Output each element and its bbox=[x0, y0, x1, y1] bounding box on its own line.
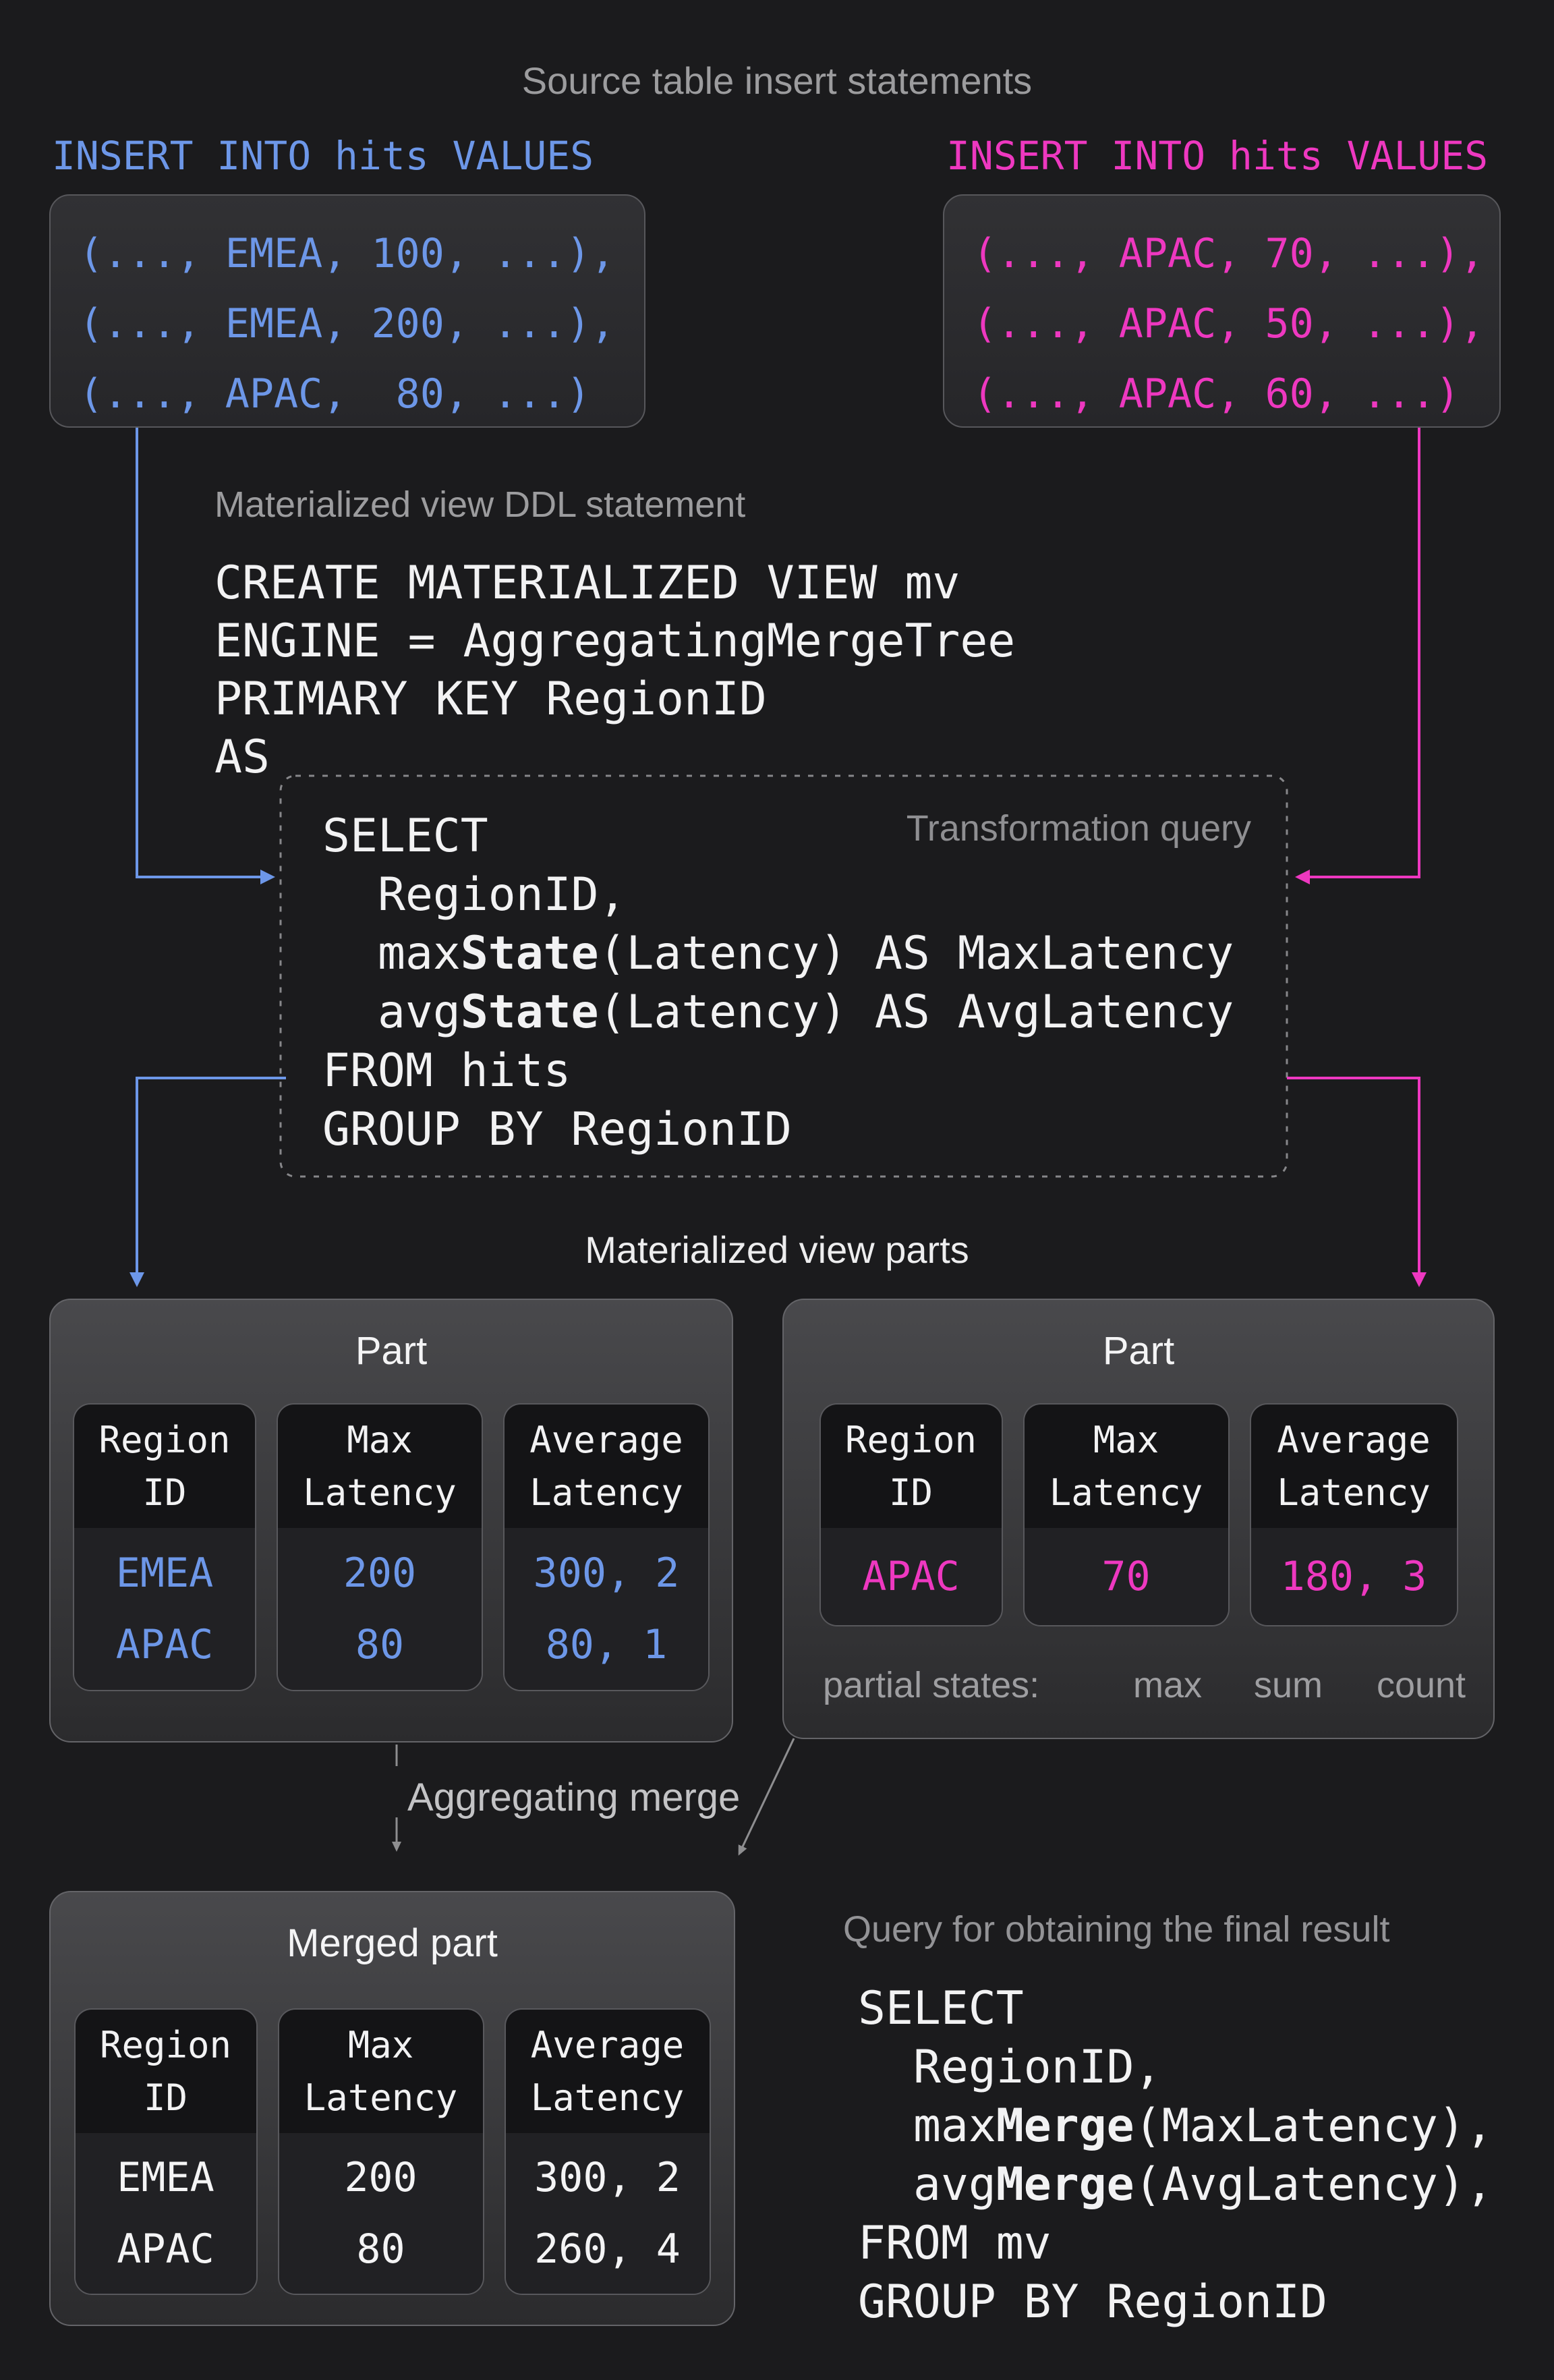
insert-left-heading: INSERT INTO hits VALUES bbox=[52, 133, 594, 179]
column-header: Average Latency bbox=[505, 2010, 710, 2133]
aggregating-merge-label: Aggregating merge bbox=[407, 1776, 741, 1819]
column-header: Region ID bbox=[74, 1405, 255, 1528]
cell-value: 200 bbox=[344, 2154, 418, 2201]
partial-state-tag-max: max bbox=[1132, 1665, 1203, 1705]
cell-value: 80, 1 bbox=[545, 1621, 668, 1668]
cell-value: APAC bbox=[862, 1553, 960, 1600]
part-box-left: Part Region ID EMEA APAC Max Latency 200… bbox=[49, 1299, 733, 1743]
insert-row: (..., APAC, 80, ...) bbox=[79, 370, 591, 418]
code-line: GROUP BY RegionID bbox=[322, 1103, 792, 1156]
code-line: RegionID, bbox=[378, 868, 627, 922]
cell-value: APAC bbox=[115, 1621, 214, 1668]
insert-right-box: (..., APAC, 70, ...), (..., APAC, 50, ..… bbox=[943, 194, 1501, 428]
table-column: Average Latency 180, 3 bbox=[1249, 1403, 1458, 1626]
column-header: Average Latency bbox=[1250, 1405, 1457, 1528]
transformation-query-code: SELECT RegionID, maxState(Latency) AS Ma… bbox=[322, 807, 1234, 1159]
insert-row: (..., EMEA, 100, ...), bbox=[79, 230, 615, 277]
insert-row: (..., EMEA, 200, ...), bbox=[79, 300, 615, 347]
code-line: avgState(Latency) AS AvgLatency bbox=[378, 986, 1234, 1039]
column-header: Average Latency bbox=[505, 1405, 708, 1528]
cell-value: 180, 3 bbox=[1280, 1553, 1427, 1600]
arrow-part-right-to-merged bbox=[738, 1738, 795, 1856]
cell-value: 300, 2 bbox=[534, 2154, 681, 2201]
code-line: SELECT bbox=[858, 1982, 1024, 2035]
code-line: RegionID, bbox=[913, 2041, 1162, 2094]
arrow-insert-right-to-query bbox=[1295, 428, 1420, 884]
final-query-code: SELECT RegionID, maxMerge(MaxLatency), a… bbox=[858, 1979, 1493, 2331]
table-column: Max Latency 70 bbox=[1023, 1403, 1230, 1626]
column-header: Max Latency bbox=[279, 2010, 483, 2133]
merged-part-box: Merged part Region ID EMEA APAC Max Late… bbox=[49, 1891, 735, 2326]
cell-value: 200 bbox=[343, 1550, 417, 1597]
code-line: SELECT bbox=[322, 810, 488, 863]
insert-row: (..., APAC, 50, ...), bbox=[973, 300, 1485, 347]
code-line: maxMerge(MaxLatency), bbox=[913, 2099, 1493, 2153]
cell-value: 80 bbox=[356, 2226, 405, 2273]
column-header: Max Latency bbox=[1024, 1405, 1228, 1528]
insert-row: (..., APAC, 60, ...) bbox=[973, 370, 1460, 418]
code-line: FROM hits bbox=[322, 1044, 571, 1098]
insert-right-heading: INSERT INTO hits VALUES bbox=[946, 133, 1489, 179]
code-line: ENGINE = AggregatingMergeTree bbox=[214, 615, 1016, 668]
code-line: FROM mv bbox=[858, 2217, 1052, 2270]
table-column: Max Latency 200 80 bbox=[277, 1403, 483, 1691]
final-query-label: Query for obtaining the final result bbox=[843, 1909, 1390, 1950]
column-header: Region ID bbox=[820, 1405, 1002, 1528]
code-line: AS bbox=[214, 731, 270, 784]
cell-value: 80 bbox=[355, 1621, 405, 1668]
table-column: Region ID APAC bbox=[819, 1403, 1003, 1626]
partial-states-label: partial states: bbox=[823, 1665, 1040, 1705]
cell-value: 70 bbox=[1101, 1553, 1151, 1600]
ddl-label: Materialized view DDL statement bbox=[214, 484, 746, 525]
cell-value: APAC bbox=[117, 2226, 214, 2273]
parts-section-title: Materialized view parts bbox=[585, 1228, 969, 1271]
code-line: CREATE MATERIALIZED VIEW mv bbox=[214, 557, 960, 610]
insert-row: (..., APAC, 70, ...), bbox=[973, 230, 1485, 277]
table-column: Max Latency 200 80 bbox=[277, 2008, 484, 2295]
table-column: Region ID EMEA APAC bbox=[74, 2008, 258, 2295]
cell-value: EMEA bbox=[117, 2154, 214, 2201]
transformation-query-label: Transformation query bbox=[906, 808, 1251, 849]
code-line: GROUP BY RegionID bbox=[858, 2275, 1327, 2329]
table-column: Average Latency 300, 2 260, 4 bbox=[504, 2008, 711, 2295]
ddl-code: CREATE MATERIALIZED VIEW mv ENGINE = Agg… bbox=[214, 555, 1015, 787]
cell-value: EMEA bbox=[115, 1550, 214, 1597]
column-header: Region ID bbox=[75, 2010, 256, 2133]
code-line: PRIMARY KEY RegionID bbox=[214, 673, 767, 726]
cell-value: 300, 2 bbox=[533, 1550, 680, 1597]
column-header: Max Latency bbox=[278, 1405, 482, 1528]
table-column: Average Latency 300, 2 80, 1 bbox=[503, 1403, 710, 1691]
page-title: Source table insert statements bbox=[521, 59, 1033, 102]
table-column: Region ID EMEA APAC bbox=[73, 1403, 256, 1691]
part-title: Part bbox=[1102, 1329, 1175, 1373]
partial-state-tag-count: count bbox=[1376, 1665, 1466, 1705]
code-line: maxState(Latency) AS MaxLatency bbox=[378, 927, 1234, 980]
code-line: avgMerge(AvgLatency), bbox=[913, 2158, 1493, 2211]
part-title: Part bbox=[355, 1329, 428, 1373]
cell-value: 260, 4 bbox=[534, 2226, 681, 2273]
insert-left-box: (..., EMEA, 100, ...), (..., EMEA, 200, … bbox=[49, 194, 645, 428]
partial-state-tag-sum: sum bbox=[1253, 1665, 1323, 1705]
part-title: Merged part bbox=[287, 1921, 498, 1965]
part-box-right: Part Region ID APAC Max Latency 70 Avera… bbox=[782, 1299, 1495, 1739]
